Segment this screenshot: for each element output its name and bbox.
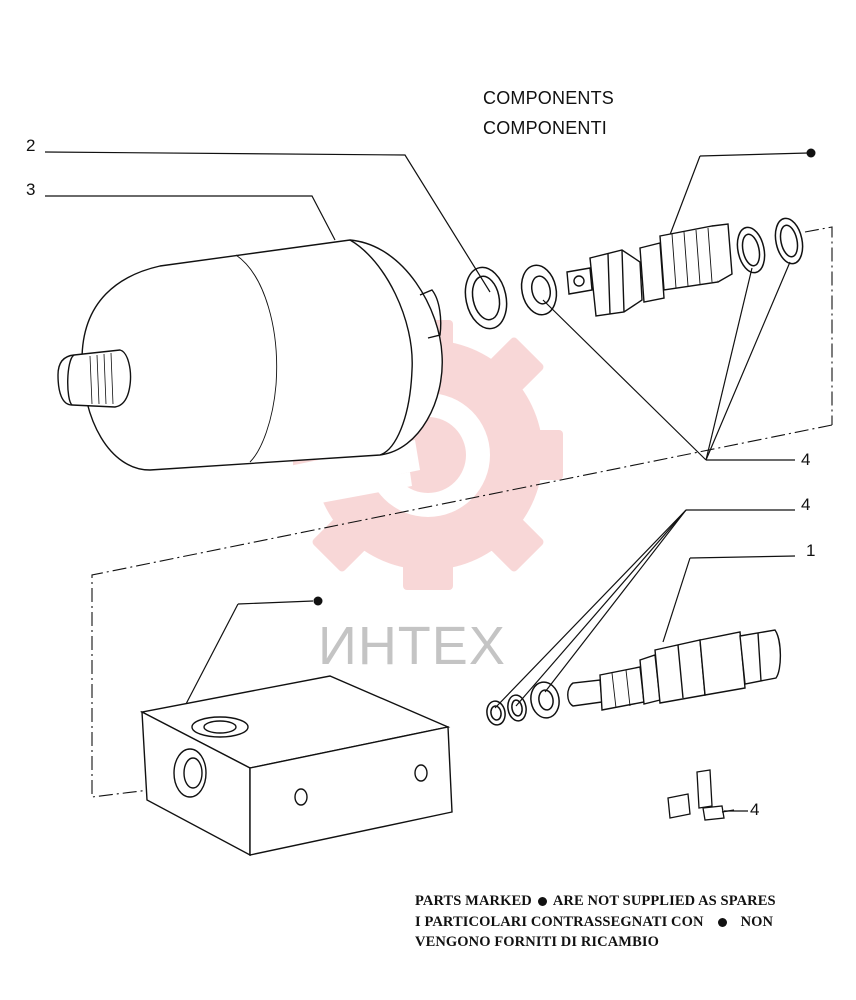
part-1-valve-cartridge bbox=[567, 629, 782, 711]
note-it-before: I PARTICOLARI CONTRASSEGNATI CON bbox=[415, 914, 704, 930]
note-en-after: ARE NOT SUPPLIED AS SPARES bbox=[552, 893, 776, 909]
callout-3: 3 bbox=[26, 180, 36, 199]
part-3-accumulator bbox=[57, 239, 443, 471]
leader-2 bbox=[44, 151, 491, 293]
leader-seal-upper-down bbox=[667, 155, 701, 241]
bullet-dot-icon bbox=[537, 896, 547, 906]
upper-seals bbox=[464, 217, 804, 330]
leader-seal-upper bbox=[699, 152, 809, 157]
marker-dot-upper bbox=[806, 148, 816, 158]
bullet-dot-icon bbox=[717, 917, 727, 927]
callout-2: 2 bbox=[26, 136, 36, 155]
watermark-text: ИНТЕХ bbox=[318, 616, 506, 676]
leader-3 bbox=[45, 195, 336, 241]
note-en-before: PARTS MARKED bbox=[415, 893, 532, 909]
leader-block bbox=[237, 600, 314, 605]
note-line-it-1: I PARTICOLARI CONTRASSEGNATI CON NON bbox=[415, 914, 773, 931]
title-components-it: COMPONENTI bbox=[483, 118, 608, 138]
lower-seals bbox=[486, 681, 560, 726]
note-line-en: PARTS MARKED ARE NOT SUPPLIED AS SPARES bbox=[415, 893, 776, 910]
title-components-en: COMPONENTS bbox=[483, 88, 615, 108]
callout-1: 1 bbox=[806, 541, 816, 560]
dash-dot-lines bbox=[91, 226, 833, 798]
leader-1 bbox=[689, 555, 796, 559]
note-line-it-2: VENGONO FORNITI DI RICAMBIO bbox=[415, 934, 659, 950]
marker-dot-block bbox=[313, 596, 323, 606]
callout-4-upper: 4 bbox=[801, 450, 811, 469]
valve-block bbox=[139, 675, 453, 857]
pin-part bbox=[667, 769, 735, 821]
leader-lines bbox=[44, 151, 809, 812]
callout-4-middle: 4 bbox=[801, 495, 811, 514]
note-it-after: NON bbox=[740, 914, 774, 930]
callout-4-pin: 4 bbox=[750, 800, 760, 819]
valve-cartridge-upper bbox=[566, 223, 733, 317]
